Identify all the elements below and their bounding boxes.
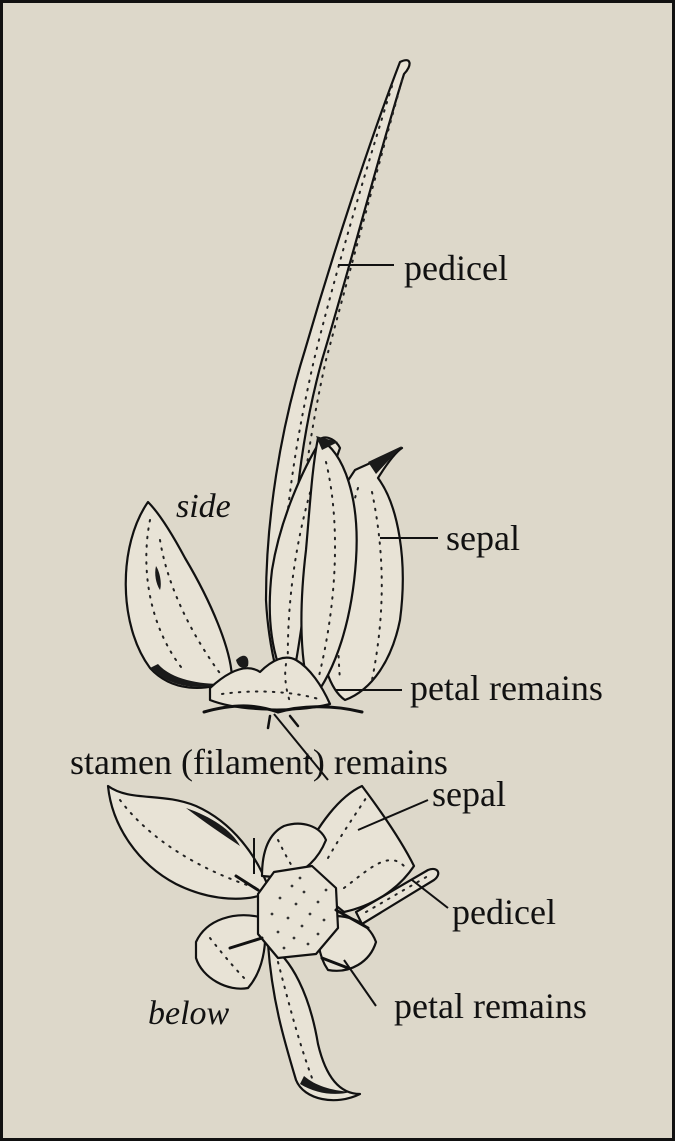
side-view-drawing <box>126 60 410 728</box>
side-left-sepal <box>126 502 232 688</box>
below-left-sepal <box>196 915 265 988</box>
label-sepal-top: sepal <box>446 518 520 558</box>
label-petal-remains-bottom: petal remains <box>394 986 587 1026</box>
label-stamen-remains: stamen (filament) remains <box>70 742 448 782</box>
label-pedicel-bottom: pedicel <box>452 892 556 932</box>
label-pedicel-top: pedicel <box>404 248 508 288</box>
leader-petal-remains-bottom <box>344 960 376 1006</box>
label-side-view: side <box>176 488 231 525</box>
bottom-view-drawing <box>108 786 438 1100</box>
label-sepal-bottom: sepal <box>432 774 506 814</box>
leader-pedicel-bottom <box>412 880 448 908</box>
label-petal-remains-top: petal remains <box>410 668 603 708</box>
label-below-view: below <box>148 995 230 1032</box>
